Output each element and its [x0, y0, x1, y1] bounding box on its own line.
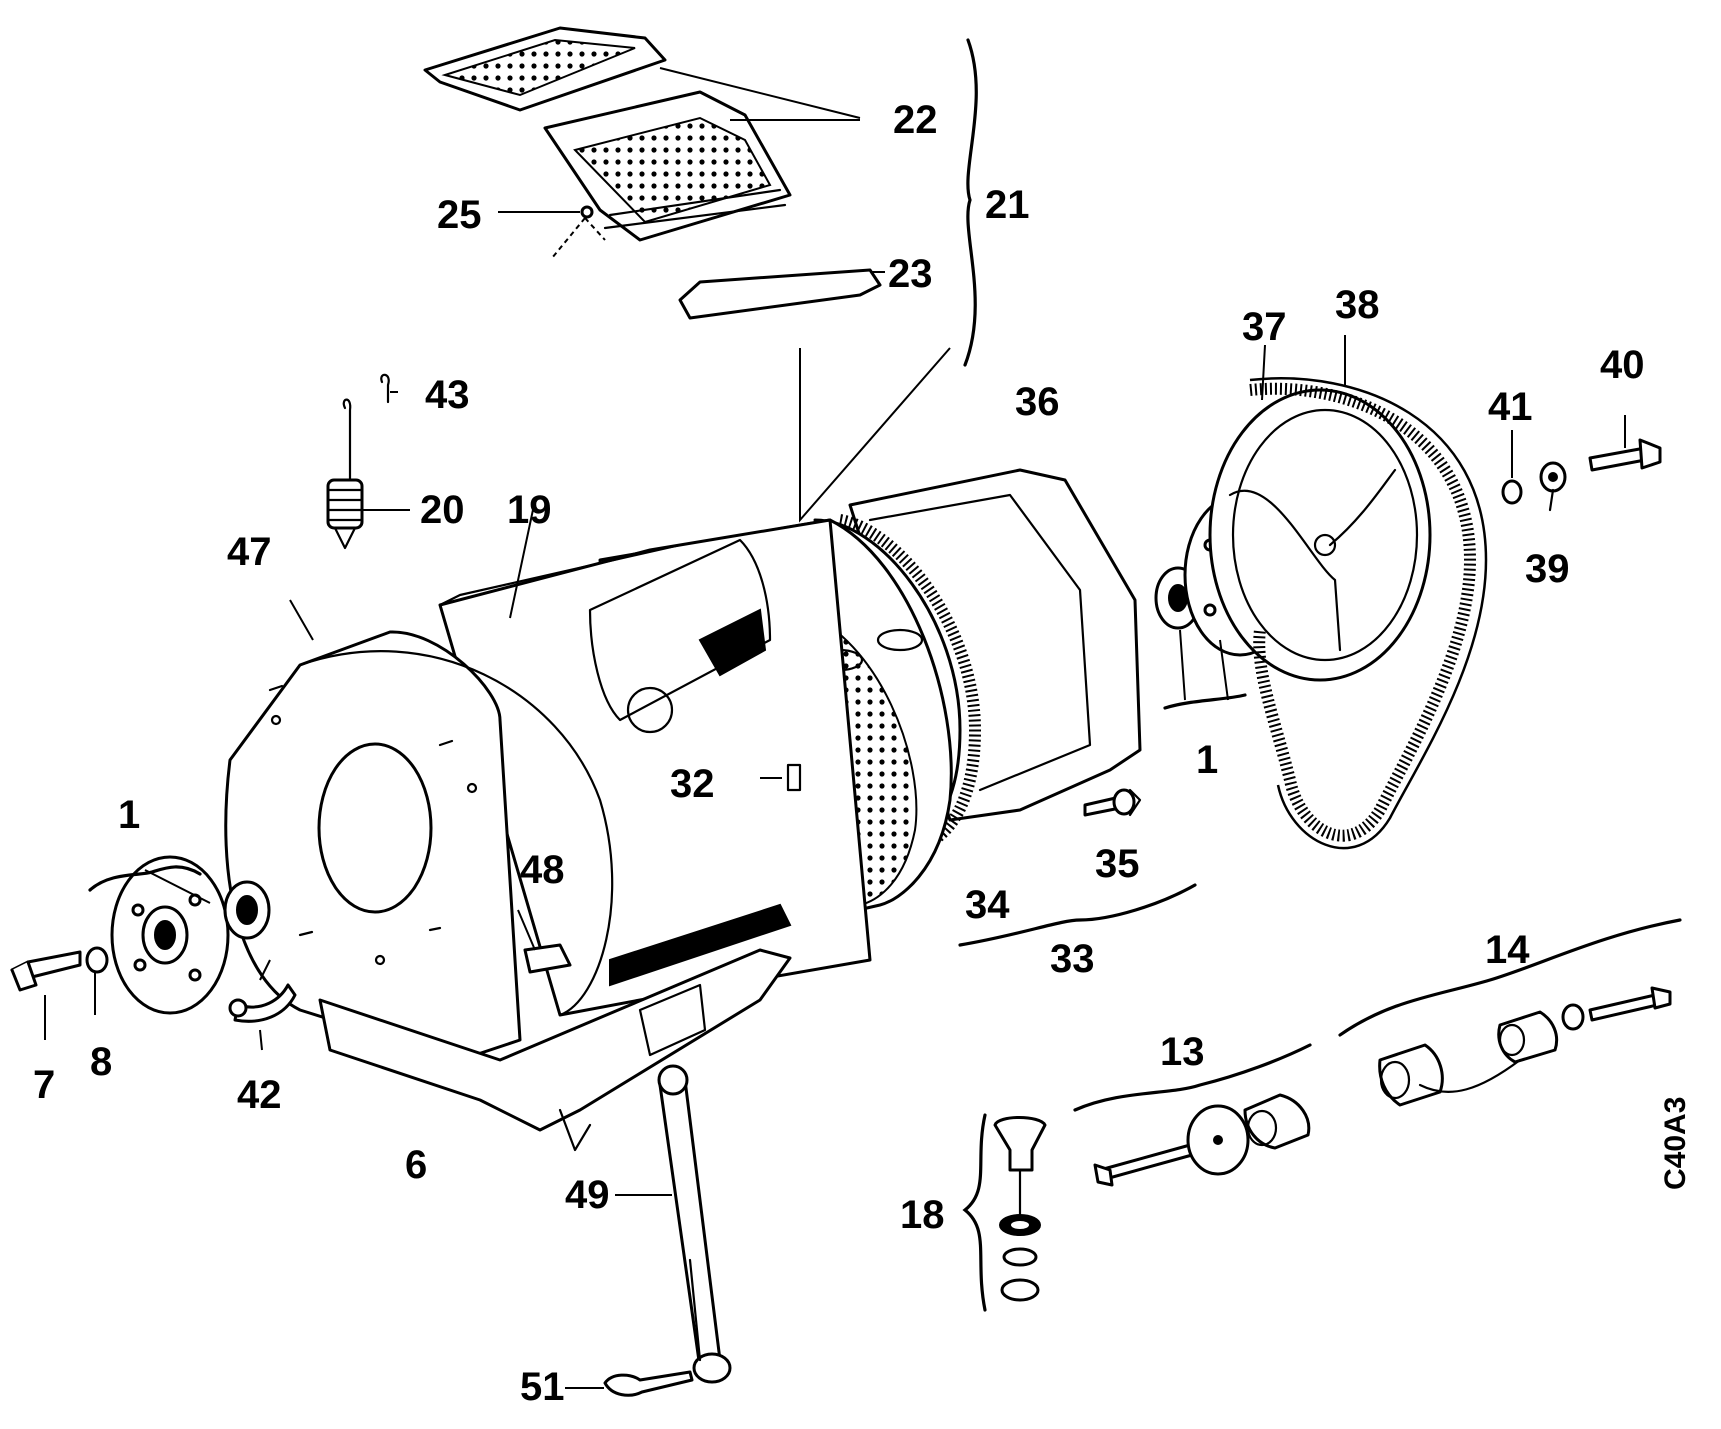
mount-bush-13: [1243, 1093, 1311, 1150]
tub-assembly: [224, 347, 1142, 1152]
label-19: 19: [507, 488, 552, 532]
mounting-parts: [962, 918, 1682, 1312]
label-1-right: 1: [1196, 738, 1218, 782]
counterweight-block: [523, 943, 572, 974]
label-37: 37: [1242, 305, 1287, 349]
label-35: 35: [1095, 842, 1140, 886]
label-14: 14: [1485, 928, 1530, 972]
label-8: 8: [90, 1040, 112, 1084]
lifter-strip: [678, 268, 882, 320]
pulley-bolt: [1588, 446, 1647, 472]
drive-belt: [1249, 382, 1477, 842]
label-49: 49: [565, 1173, 610, 1217]
right-drive-assembly: [1154, 335, 1488, 850]
label-39: 39: [1525, 547, 1570, 591]
part-labels: 22 21 25 23 43 20 19 47 36 37 38 40 41 3…: [33, 98, 1692, 1409]
label-34: 34: [965, 883, 1010, 927]
drum-pulley: [1208, 388, 1432, 682]
drum-lifter-parts: [423, 26, 885, 320]
label-20: 20: [420, 488, 465, 532]
bottom-cradle: [318, 948, 792, 1132]
pulley-fixings: [1501, 415, 1662, 512]
clamp-bracket: [233, 983, 297, 1023]
front-opening: [317, 742, 433, 914]
foot-nut: [1000, 1278, 1040, 1302]
label-40: 40: [1600, 343, 1645, 387]
mount-screw-14: [1588, 993, 1659, 1022]
label-1-left: 1: [118, 793, 140, 837]
mount-washer-14: [1561, 1003, 1585, 1031]
mount-bolt-13: [1098, 1143, 1194, 1182]
label-38: 38: [1335, 283, 1380, 327]
shock-pin: [603, 1370, 694, 1397]
suspension-spring: [326, 373, 410, 550]
lifter-clip: [603, 188, 787, 230]
label-7: 7: [33, 1063, 55, 1107]
small-fixings: [1083, 788, 1142, 817]
grouping-braces: [958, 38, 1197, 947]
label-42: 42: [237, 1073, 282, 1117]
diagram-code: C40A3: [1659, 1097, 1692, 1190]
label-6: 6: [405, 1143, 427, 1187]
label-43: 43: [425, 373, 470, 417]
label-23: 23: [888, 252, 933, 296]
label-13: 13: [1160, 1030, 1205, 1074]
foot-washer-2: [1002, 1247, 1038, 1267]
label-22: 22: [893, 98, 938, 142]
adjustable-foot: [993, 1116, 1047, 1172]
label-25: 25: [437, 193, 482, 237]
label-18: 18: [900, 1193, 945, 1237]
left-washer: [85, 946, 109, 974]
label-41: 41: [1488, 385, 1533, 429]
label-47: 47: [227, 530, 272, 574]
label-48: 48: [520, 848, 565, 892]
label-21: 21: [985, 183, 1030, 227]
label-51: 51: [520, 1365, 565, 1409]
pulley-washer: [1501, 479, 1523, 505]
shock-absorber: [565, 1064, 732, 1397]
left-bearing-assembly: [10, 855, 297, 1051]
label-33: 33: [1050, 937, 1095, 981]
label-32: 32: [670, 762, 715, 806]
label-36: 36: [1015, 380, 1060, 424]
lifter-screw: [580, 205, 594, 219]
